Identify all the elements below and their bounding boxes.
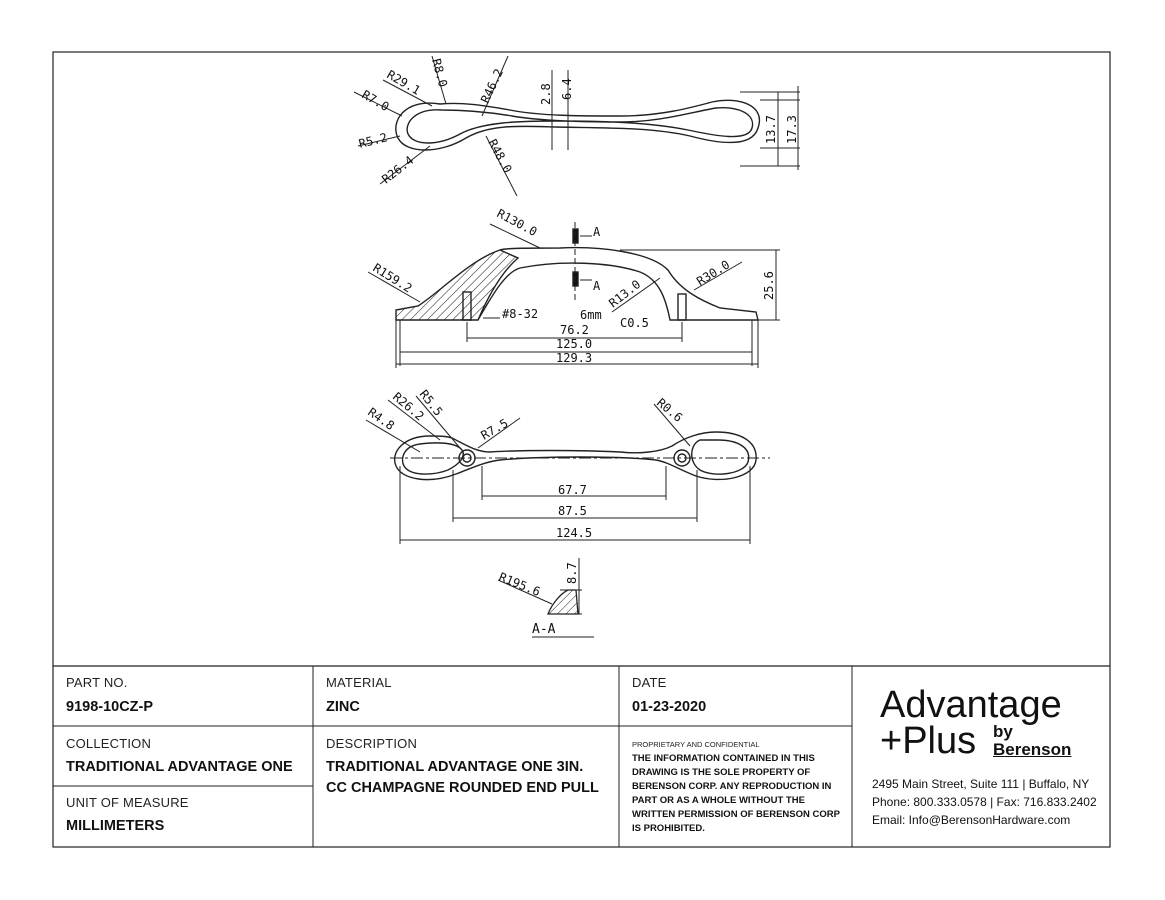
dimension-label: 25.6 <box>762 271 776 300</box>
dimension-label: 8.7 <box>565 562 579 584</box>
brand-line-2: +Plus <box>880 720 977 762</box>
part-no-value: 9198-10CZ-P <box>66 699 154 715</box>
collection-label: COLLECTION <box>66 736 152 751</box>
radius-label: R7.0 <box>360 87 392 114</box>
top-view-outline <box>395 99 761 151</box>
threaded-insert <box>677 293 687 321</box>
unit-value: MILLIMETERS <box>66 818 165 834</box>
dimension-label: 125.0 <box>556 337 592 351</box>
dimension-label: 13.7 <box>764 115 778 144</box>
dimension-label: 67.7 <box>558 483 587 497</box>
brand-company: Berenson <box>993 740 1072 759</box>
side-view-hatched-section <box>395 249 520 321</box>
depth-label: 6mm <box>580 308 602 322</box>
date-label: DATE <box>632 675 667 690</box>
brand-line-1: Advantage <box>880 684 1062 726</box>
radius-label: R7.5 <box>479 416 511 443</box>
dimension-label: 17.3 <box>785 115 799 144</box>
section-view <box>497 558 594 638</box>
company-phone: Phone: 800.333.0578 | Fax: 716.833.2402 <box>872 795 1097 809</box>
bottom-view-labels: R4.8 R26.2 R5.5 R7.5 R0.6 67.7 87.5 124.… <box>365 387 685 540</box>
radius-label: R30.0 <box>694 258 732 289</box>
part-no-label: PART NO. <box>66 675 128 690</box>
material-label: MATERIAL <box>326 675 392 690</box>
radius-label: R195.6 <box>497 570 542 599</box>
side-view-leaders <box>367 222 780 368</box>
bottom-view <box>393 431 757 481</box>
bottom-view-outline <box>393 431 757 481</box>
collection-value: TRADITIONAL ADVANTAGE ONE <box>66 759 293 775</box>
title-block-grid <box>52 51 1111 848</box>
threaded-insert <box>462 291 472 321</box>
top-view-inner <box>406 107 754 144</box>
proprietary-heading: PROPRIETARY AND CONFIDENTIAL <box>632 740 760 749</box>
section-profile <box>547 589 579 615</box>
dimension-label: 129.3 <box>556 351 592 365</box>
company-email: Email: Info@BerensonHardware.com <box>872 813 1071 827</box>
description-line-2: CC CHAMPAGNE ROUNDED END PULL <box>326 780 599 796</box>
dimension-label: 87.5 <box>558 504 587 518</box>
section-title: A-A <box>532 622 556 637</box>
unit-label: UNIT OF MEASURE <box>66 795 189 810</box>
company-address: 2495 Main Street, Suite 111 | Buffalo, N… <box>872 777 1090 791</box>
top-view-leaders <box>353 55 800 197</box>
radius-label: R130.0 <box>495 206 540 239</box>
chamfer-label: C0.5 <box>620 316 649 330</box>
bottom-view-inner-left <box>401 442 464 475</box>
radius-label: R46.2 <box>478 67 506 106</box>
material-value: ZINC <box>326 699 360 715</box>
radius-label: R26.4 <box>379 153 416 186</box>
bottom-view-leaders <box>365 395 770 544</box>
brand-by: by <box>993 722 1013 741</box>
dimension-label: 124.5 <box>556 526 592 540</box>
proprietary-text: THE INFORMATION CONTAINED IN THIS DRAWIN… <box>632 753 840 834</box>
bottom-view-inner-right <box>691 439 750 475</box>
section-mark-label: A <box>593 279 601 293</box>
radius-label: R29.1 <box>385 67 423 97</box>
description-line-1: TRADITIONAL ADVANTAGE ONE 3IN. <box>326 759 584 775</box>
radius-label: R48.0 <box>485 137 514 175</box>
dimension-label: 76.2 <box>560 323 589 337</box>
radius-label: R159.2 <box>370 261 414 296</box>
top-view <box>395 99 761 151</box>
radius-label: R5.2 <box>357 130 388 151</box>
dimension-label: 2.8 <box>539 83 553 105</box>
radius-label: R8.0 <box>429 57 450 89</box>
dimension-label: 6.4 <box>560 78 574 100</box>
date-value: 01-23-2020 <box>632 699 707 715</box>
thread-label: #8-32 <box>502 307 538 321</box>
section-mark-label: A <box>593 225 601 239</box>
description-label: DESCRIPTION <box>326 736 418 751</box>
